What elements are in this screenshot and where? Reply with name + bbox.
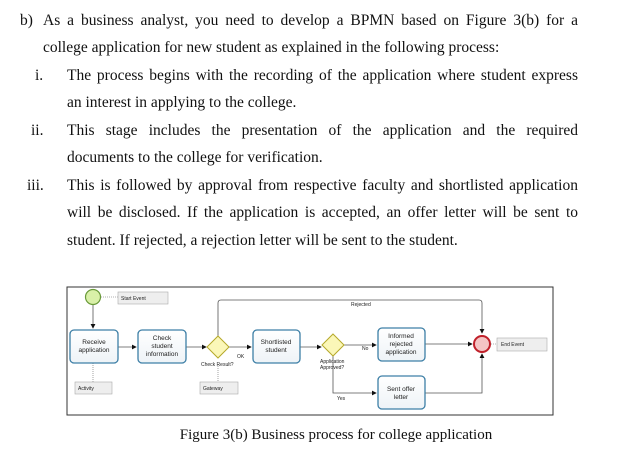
gateway1-question: Check Result? — [201, 362, 234, 368]
item-line: will be disclosed. If the application is… — [67, 204, 578, 221]
item-line: The process begins with the recording of… — [67, 67, 578, 84]
task-label: rejected — [389, 341, 413, 348]
item-marker: i. — [35, 67, 44, 84]
task-label: Sent offer — [387, 386, 416, 393]
task-label: Shortlisted — [261, 339, 292, 346]
task-label: Informed — [388, 333, 414, 340]
flow-label-yes: Yes — [337, 396, 346, 402]
item-line: documents to the college for verificatio… — [67, 149, 323, 166]
item-marker: ii. — [31, 122, 44, 139]
flow-label-rejected: Rejected — [351, 302, 371, 308]
end-event-label: End Event — [501, 342, 525, 348]
question-marker: b) — [20, 12, 33, 29]
item-line: an interest in applying to the college. — [67, 94, 297, 111]
gateway2-question: Approved? — [320, 365, 344, 371]
task-informed-rejected — [377, 327, 426, 362]
task-label: student — [265, 347, 287, 354]
item-line: This stage includes the presentation of … — [67, 122, 578, 139]
start-event-icon — [84, 288, 102, 306]
item-line: This is followed by approval from respec… — [67, 177, 578, 194]
task-receive-application — [69, 329, 119, 364]
activity-label: Activity — [78, 386, 94, 392]
task-label: Check — [153, 335, 172, 342]
figure-caption: Figure 3(b) Business process for college… — [179, 427, 493, 443]
intro-line: As a business analyst, you need to devel… — [43, 12, 578, 29]
task-label: student — [151, 343, 173, 350]
gateway-application-approved — [321, 333, 345, 357]
task-check-student-information — [137, 329, 187, 364]
gateway-check-result — [206, 335, 230, 359]
task-sent-offer-letter — [377, 375, 426, 410]
item-line: student. If rejected, a rejection letter… — [67, 232, 458, 249]
flow-label-no: No — [362, 346, 369, 352]
item-marker: iii. — [27, 177, 44, 194]
gateway2-question: Application — [320, 359, 345, 365]
intro-line: college application for new student as e… — [43, 39, 500, 56]
flow-label-ok: OK — [237, 354, 245, 360]
task-label: Receive — [82, 339, 106, 346]
task-label: application — [78, 347, 109, 354]
task-label: letter — [394, 394, 409, 401]
task-label: application — [385, 349, 416, 356]
task-label: information — [146, 351, 179, 358]
gateway-label: Gateway — [203, 386, 223, 392]
task-shortlisted-student — [252, 329, 301, 364]
start-event-label: Start Event — [121, 296, 146, 302]
end-event-icon — [473, 335, 491, 353]
